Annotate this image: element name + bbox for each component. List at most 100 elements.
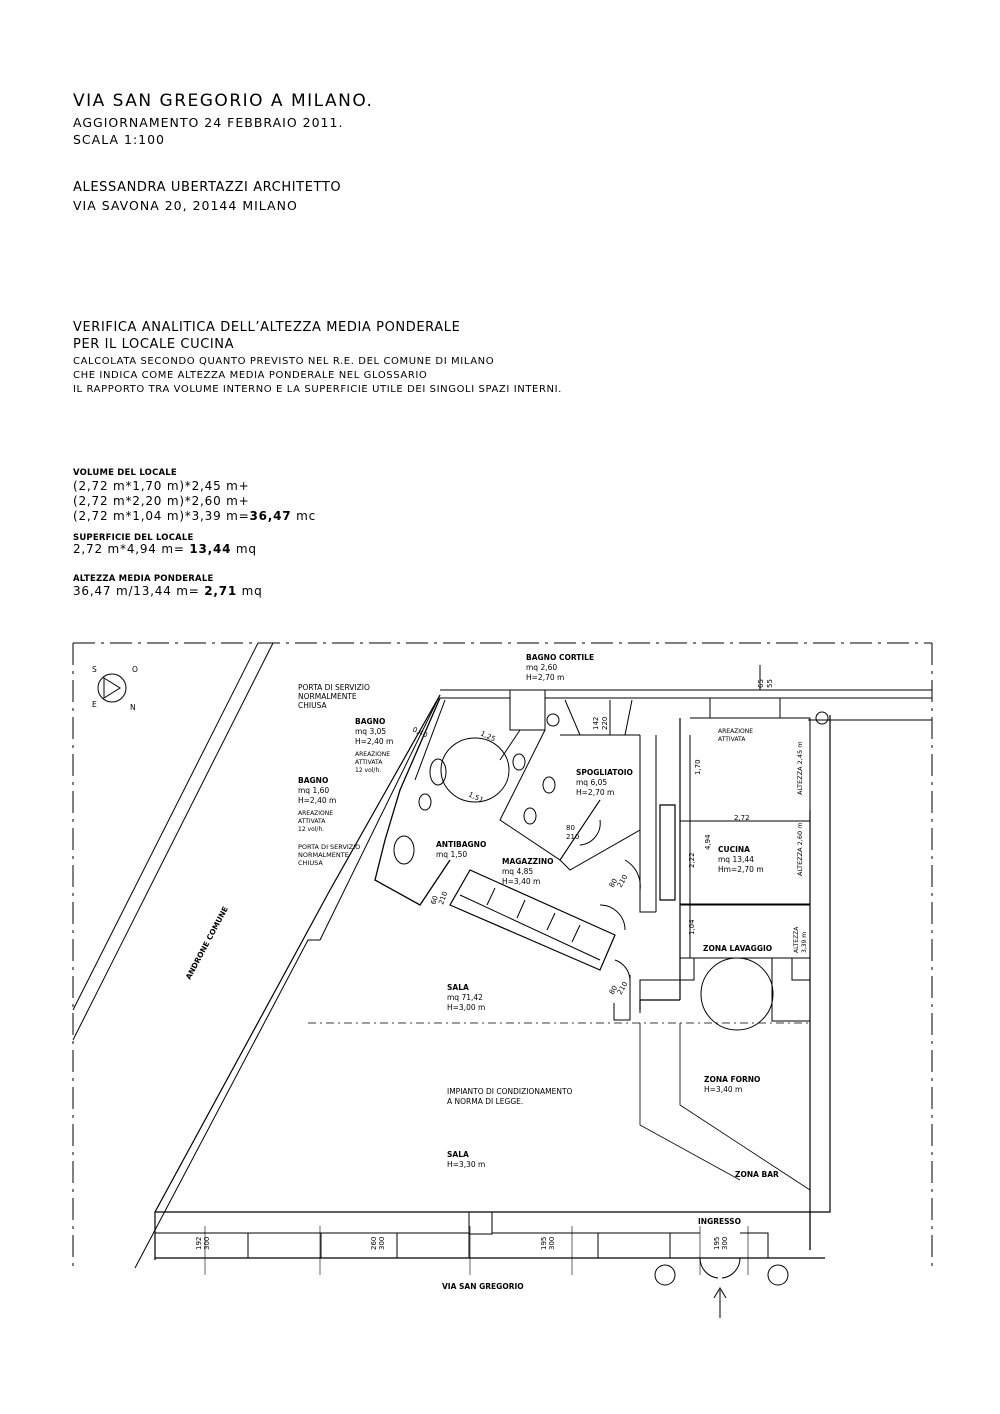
bagno2-height: H=2,40 m — [298, 796, 336, 805]
areazione1-1: AREAZIONE — [355, 751, 390, 758]
magazzino-height: H=3,40 m — [502, 877, 540, 886]
surface-line: 2,72 m*4,94 m= 13,44 mq — [73, 542, 257, 556]
areazione1-2: ATTIVATA — [355, 759, 383, 766]
door-antibagno-60: 60 — [429, 895, 440, 906]
bagno-turning-circle — [440, 737, 510, 803]
magazzino-area: mq 4,85 — [502, 867, 533, 876]
sala1-area: mq 71,42 — [447, 993, 483, 1002]
compass-rose — [97, 673, 127, 703]
dim-125: 1,25 — [479, 730, 497, 744]
antibagno-area: mq 1,50 — [436, 850, 467, 859]
architect-address: VIA SAVONA 20, 20144 MILANO — [73, 198, 298, 213]
dim-222: 2,22 — [688, 852, 696, 868]
door-sala-80: 80 — [608, 984, 619, 996]
svg-text:O: O — [132, 665, 138, 674]
bagno-cortile-area: mq 2,60 — [526, 663, 557, 672]
dim-65: 65 — [757, 679, 765, 688]
alt-339-b: 3,39 m — [801, 932, 808, 953]
dim-55: 55 — [766, 679, 774, 688]
win-300-d: 300 — [721, 1237, 729, 1250]
win-260: 260 — [370, 1237, 378, 1250]
dim-272: 2,72 — [734, 814, 750, 822]
areazione2-3: 12 vol/h. — [298, 826, 324, 833]
sala1-height: H=3,00 m — [447, 1003, 485, 1012]
door-sala-210: 210 — [616, 980, 630, 996]
win-300-a: 300 — [203, 1237, 211, 1250]
height-line: 36,47 m/13,44 m= 2,71 mq — [73, 584, 263, 598]
window-3 — [597, 1232, 671, 1259]
property-boundary — [72, 642, 933, 1270]
oven — [700, 957, 774, 1031]
door-magazzino-210: 210 — [616, 873, 630, 889]
porta-servizio-top-1: PORTA DI SERVIZIO — [298, 683, 370, 692]
bagno-cortile-height: H=2,70 m — [526, 673, 564, 682]
cucina-label: CUCINA — [718, 845, 750, 854]
antibagno-label: ANTIBAGNO — [436, 840, 486, 849]
dim-494: 4,94 — [704, 834, 712, 850]
volume-line-3: (2,72 m*1,04 m)*3,39 m=36,47 mc — [73, 509, 316, 523]
svg-text:S: S — [92, 665, 97, 674]
win-195-a: 195 — [540, 1237, 548, 1250]
cucina-area: mq 13,44 — [718, 855, 754, 864]
verification-line-2: CHE INDICA COME ALTEZZA MEDIA PONDERALE … — [73, 370, 428, 381]
sala2-label: SALA — [447, 1150, 469, 1159]
alt-245: ALTEZZA 2,45 m — [796, 741, 804, 795]
height-label: ALTEZZA MEDIA PONDERALE — [73, 574, 214, 584]
scale-label: SCALA 1:100 — [73, 132, 166, 147]
dim-040: 0,40 — [411, 726, 429, 740]
architect-name: ALESSANDRA UBERTAZZI ARCHITETTO — [73, 180, 342, 195]
bagno1-area: mq 3,05 — [355, 727, 386, 736]
dim-104: 1,04 — [688, 919, 696, 935]
spogliatoio-area: mq 6,05 — [576, 778, 607, 787]
door-magazzino-80: 80 — [608, 877, 619, 889]
areazione1-3: 12 vol/h. — [355, 767, 381, 774]
dim-220: 220 — [601, 717, 609, 730]
sala1-label: SALA — [447, 983, 469, 992]
zona-lavaggio-label: ZONA LAVAGGIO — [703, 944, 772, 953]
win-192: 192 — [195, 1237, 203, 1250]
areazione2-2: ATTIVATA — [298, 818, 326, 825]
cucina-height: Hm=2,70 m — [718, 865, 764, 874]
androne-inner-wall — [134, 694, 441, 1269]
svg-text:N: N — [130, 703, 136, 712]
areazione-cucina-2: ATTIVATA — [718, 736, 746, 743]
porta-servizio-left-3: CHIUSA — [298, 859, 323, 867]
zona-forno-label: ZONA FORNO — [704, 1075, 760, 1084]
zona-forno-height: H=3,40 m — [704, 1085, 742, 1094]
porta-servizio-top-3: CHIUSA — [298, 701, 327, 710]
verification-line-1: CALCOLATA SECONDO QUANTO PREVISTO NEL R.… — [73, 356, 495, 367]
alt-260: ALTEZZA 2,60 m — [796, 822, 804, 876]
androne-label: ANDRONE COMUNE — [184, 905, 230, 981]
compass-letters: S O E N — [92, 665, 138, 712]
magazzino-label: MAGAZZINO — [502, 857, 554, 866]
street-label: VIA SAN GREGORIO — [442, 1282, 524, 1291]
window-1 — [247, 1232, 322, 1259]
dim-142: 142 — [592, 717, 600, 730]
ingresso-label: INGRESSO — [698, 1217, 741, 1226]
zona-bar-label: ZONA BAR — [735, 1170, 779, 1179]
kitchen-counter — [659, 804, 676, 901]
dim-170: 1,70 — [694, 759, 702, 775]
surface-label: SUPERFICIE DEL LOCALE — [73, 533, 194, 543]
door-antibagno-210: 210 — [437, 890, 449, 905]
win-300-c: 300 — [548, 1237, 556, 1250]
verification-subheading: PER IL LOCALE CUCINA — [73, 337, 235, 352]
bagno-cortile-label: BAGNO CORTILE — [526, 653, 594, 662]
bagno2-area: mq 1,60 — [298, 786, 329, 795]
porta-servizio-left-1: PORTA DI SERVIZIO — [298, 843, 360, 851]
volume-line-2: (2,72 m*2,20 m)*2,60 m+ — [73, 494, 250, 508]
sala2-height: H=3,30 m — [447, 1160, 485, 1169]
svg-text:E: E — [92, 700, 97, 709]
impianto-line-2: A NORMA DI LEGGE. — [447, 1097, 523, 1106]
bagno1-label: BAGNO — [355, 717, 385, 726]
porta-servizio-top-2: NORMALMENTE — [298, 692, 357, 701]
alt-339-a: ALTEZZA — [793, 926, 800, 953]
update-date: AGGIORNAMENTO 24 FEBBRAIO 2011. — [73, 115, 344, 130]
areazione2-1: AREAZIONE — [298, 810, 333, 817]
impianto-line-1: IMPIANTO DI CONDIZIONAMENTO — [447, 1087, 573, 1096]
androne-wall-right — [72, 642, 274, 1041]
drawing-title: VIA SAN GREGORIO A MILANO. — [73, 91, 374, 111]
verification-line-3: IL RAPPORTO TRA VOLUME INTERNO E LA SUPE… — [73, 384, 562, 395]
door-spogliatoio-210: 210 — [566, 833, 579, 841]
